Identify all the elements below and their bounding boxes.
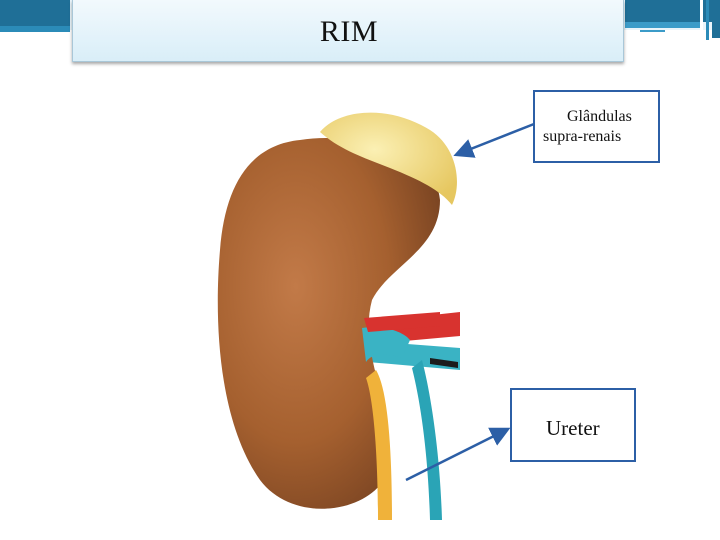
label-ureter: Ureter [510, 388, 636, 462]
title-box: RIM [72, 0, 624, 62]
kidney-illustration [140, 90, 460, 520]
slide-title: RIM [73, 15, 625, 49]
arrow-to-adrenal [458, 124, 534, 154]
label-line-1: Glândulas [543, 107, 658, 127]
label-glandulas-supra-renais: Glândulas supra-renais [533, 90, 660, 163]
label-ureter-text: Ureter [546, 416, 600, 440]
label-line-2: supra-renais [543, 127, 658, 147]
